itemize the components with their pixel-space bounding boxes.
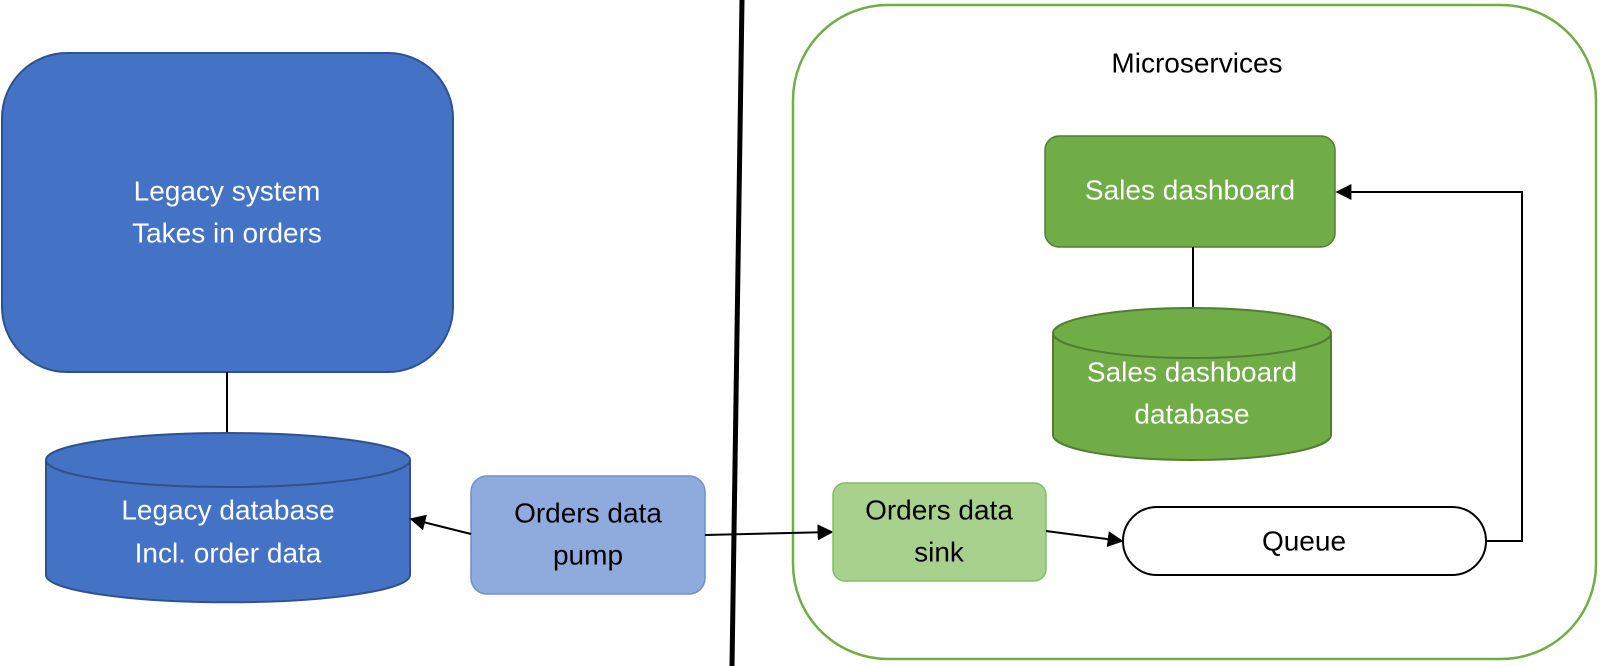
- sales-dashboard-database-cylinder[interactable]: Sales dashboard database: [1052, 307, 1332, 461]
- sales-dashboard-box[interactable]: Sales dashboard: [1044, 135, 1336, 248]
- orders-pump-label-1: Orders data: [514, 497, 662, 528]
- orders-pump-label-2: pump: [553, 539, 623, 570]
- legacy-system-label-2: Takes in orders: [132, 217, 322, 248]
- legacy-database-label-2: Incl. order data: [135, 537, 322, 568]
- legacy-system-box[interactable]: Legacy system Takes in orders: [1, 52, 454, 373]
- sales-dashboard-label: Sales dashboard: [1085, 174, 1295, 205]
- arrow-sink-to-queue: [1045, 530, 1124, 548]
- microservices-container: [791, 3, 1598, 661]
- sales-db-label-2: database: [1134, 398, 1249, 429]
- legacy-database-label-1: Legacy database: [121, 494, 334, 525]
- sales-db-label-1: Sales dashboard: [1087, 356, 1297, 387]
- system-boundary-divider: [729, 0, 745, 666]
- queue-node[interactable]: Queue: [1122, 506, 1487, 576]
- orders-sink-label-1: Orders data: [865, 494, 1013, 525]
- arrow-queue-to-dashboard: [1335, 184, 1523, 542]
- orders-data-pump-box[interactable]: Orders data pump: [470, 475, 706, 595]
- microservices-title: Microservices: [1111, 47, 1282, 78]
- legacy-system-label-1: Legacy system: [134, 175, 321, 206]
- arrow-pump-to-sink: [704, 524, 834, 541]
- orders-sink-label-2: sink: [914, 536, 965, 567]
- arrow-pump-to-legacy-db: [409, 514, 472, 535]
- queue-label: Queue: [1262, 525, 1346, 556]
- legacy-database-cylinder[interactable]: Legacy database Incl. order data: [45, 432, 411, 604]
- orders-data-sink-box[interactable]: Orders data sink: [832, 482, 1047, 582]
